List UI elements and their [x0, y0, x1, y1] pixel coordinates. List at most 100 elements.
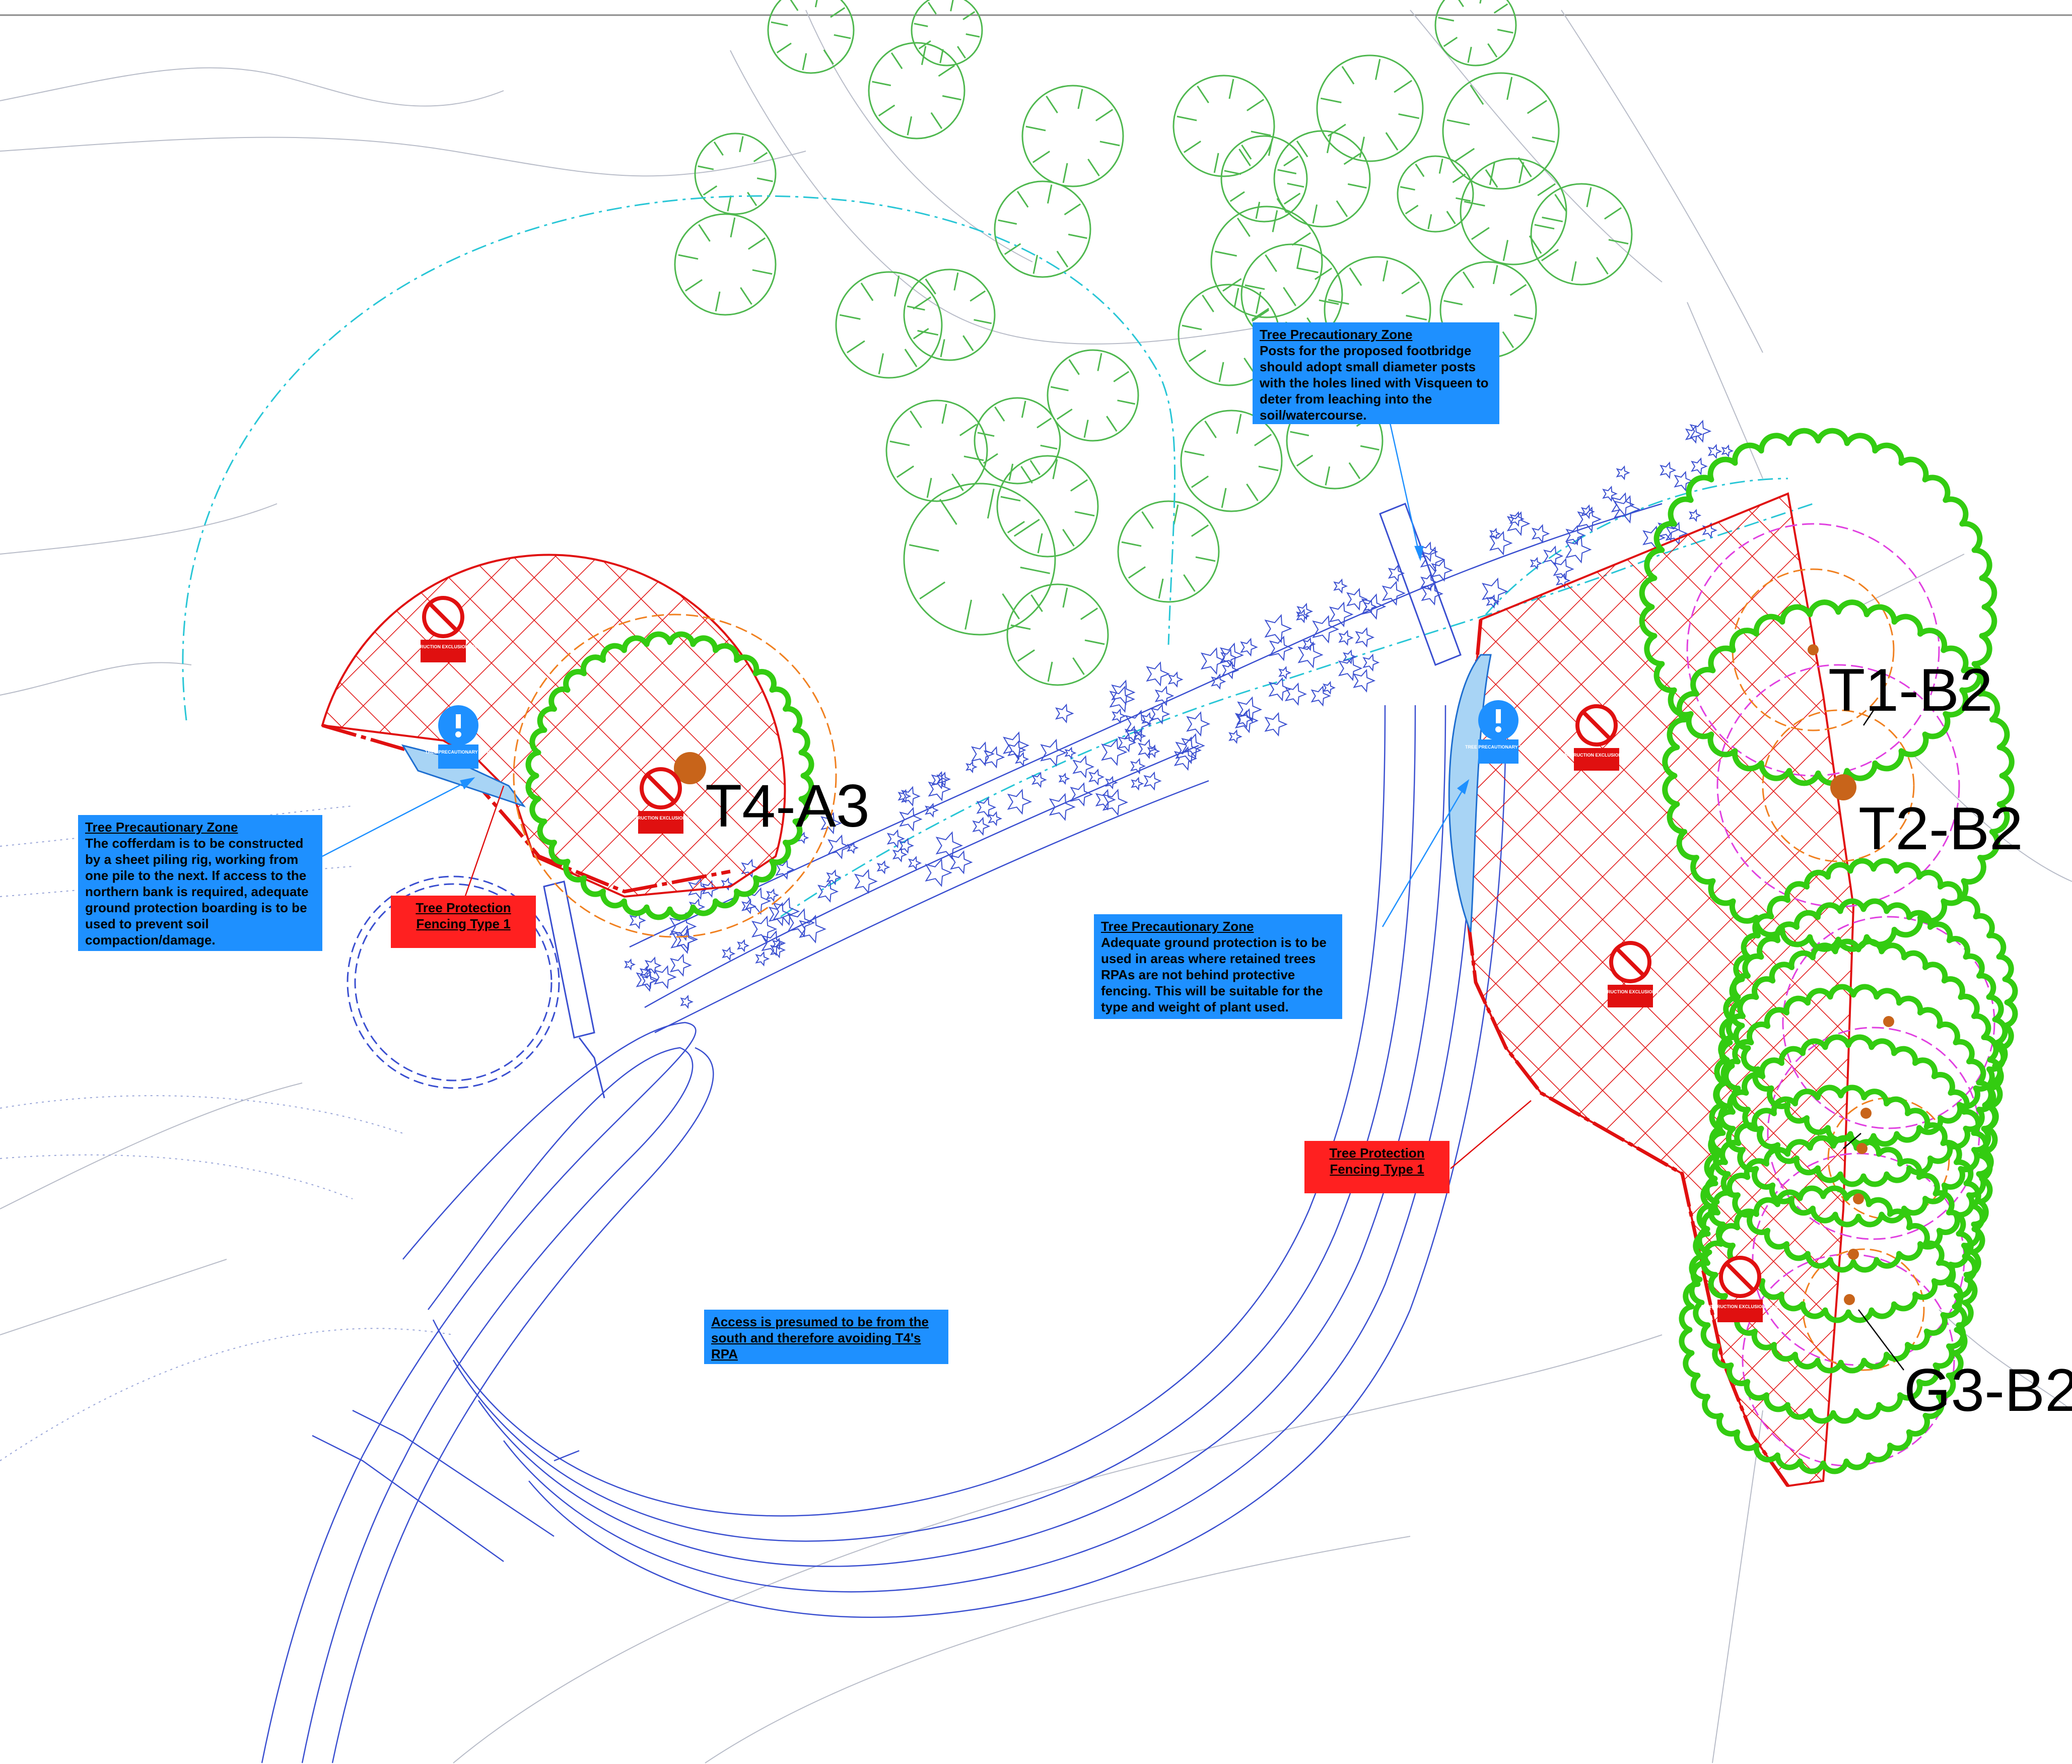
canopy-tick	[1489, 162, 1495, 185]
canopy-tick	[740, 287, 752, 305]
shrub-symbol	[1219, 642, 1244, 668]
shrub-symbol	[1355, 627, 1375, 648]
canopy-tick	[950, 0, 954, 12]
canopy-tick	[1394, 80, 1412, 93]
tree-canopy	[1316, 54, 1424, 162]
canopy-tick	[1283, 156, 1299, 167]
root-protection-areas	[525, 428, 2018, 1474]
precautionary-sign-text: TREE PRECAUTIONARY ZONE	[1465, 744, 1532, 750]
canopy-tick	[1315, 267, 1333, 280]
shrub-symbol	[1420, 573, 1438, 592]
tree-canopy	[868, 42, 965, 140]
canopy-tick	[1062, 587, 1068, 608]
tree-canopy	[1210, 206, 1323, 318]
canopy-tick	[1228, 79, 1234, 99]
canopy-tick	[907, 305, 925, 311]
shrub-symbol	[1302, 637, 1316, 651]
canopy-tick	[1238, 149, 1251, 167]
shrub-symbol	[1689, 420, 1712, 443]
canopy-tick	[814, 0, 818, 8]
canopy-tick	[919, 581, 946, 599]
canopy-tick	[1375, 58, 1381, 80]
canopy-tick	[1068, 359, 1080, 375]
note-ground-protection-title: Tree Precautionary Zone	[1101, 919, 1254, 934]
tree-canopy	[1006, 583, 1109, 686]
shrub-symbol	[1143, 771, 1162, 791]
canopy-tick	[1215, 250, 1237, 257]
canopy-tick	[918, 40, 931, 49]
shrub-symbol	[1660, 461, 1677, 479]
note-cofferdam: Tree Precautionary Zone The cofferdam is…	[78, 815, 322, 951]
riverbank-planting	[629, 503, 1663, 1034]
canopy-tick	[1106, 416, 1118, 432]
canopy-tick	[938, 64, 955, 77]
canopy-tick	[925, 278, 936, 295]
shrub-symbol	[1228, 729, 1242, 744]
shrub-symbol	[1362, 653, 1380, 672]
canopy-tick	[878, 104, 895, 117]
canopy-tick	[830, 7, 846, 18]
canopy-tick	[1604, 207, 1622, 220]
trunk-t2	[1830, 774, 1856, 800]
shrub-symbol	[1338, 630, 1354, 646]
tree-canopy	[996, 455, 1099, 558]
shrub-symbol	[1296, 602, 1314, 621]
shrub-symbol	[847, 841, 859, 854]
canopy-tick	[1040, 444, 1058, 450]
tree-canopy	[1460, 158, 1567, 265]
canopy-tick	[942, 95, 961, 101]
tree-label-g3: G3-B2	[1904, 1356, 2072, 1424]
canopy-tick	[1213, 153, 1219, 173]
canopy-tick	[678, 254, 699, 260]
rpa-g3	[1719, 898, 2008, 1187]
canopy-tick	[889, 440, 910, 446]
exclusion-sign: CONSTRUCTION EXCLUSION ZONE	[1701, 1256, 1779, 1322]
tree-canopy	[1180, 410, 1283, 512]
canopy-tick	[698, 224, 711, 242]
canopy-tick	[921, 46, 927, 65]
precautionary-sign-text: TREE PRECAUTIONARY ZONE	[425, 750, 492, 755]
canopy-tick	[1283, 287, 1296, 306]
shrub-symbol	[1124, 725, 1141, 743]
canopy-tick	[1296, 267, 1319, 274]
canopy-tick	[1443, 300, 1463, 306]
canopy-tick	[1341, 66, 1355, 85]
shrub-symbol	[983, 746, 1005, 769]
canopy-tick	[1328, 299, 1349, 305]
shrub-symbol	[1284, 682, 1307, 706]
precautionary-sign: TREE PRECAUTIONARY ZONE	[425, 705, 492, 769]
tree-canopy	[1397, 155, 1474, 233]
canopy-tick	[913, 328, 929, 340]
canopy-tick	[1326, 134, 1332, 154]
canopy-tick	[715, 291, 721, 312]
shrub-symbol	[1173, 746, 1198, 771]
note-fencing-left-line1: Tree Protection	[416, 900, 511, 915]
shrub-symbol	[965, 761, 978, 774]
contour-lines	[0, 10, 2072, 1763]
tree-canopy	[694, 132, 777, 215]
canopy-tick	[1608, 239, 1629, 245]
shrub-symbol	[928, 777, 951, 801]
rpa-g3	[1679, 1185, 1968, 1474]
trunk-g3	[1844, 1294, 1855, 1305]
canopy-tick	[1068, 233, 1087, 239]
shrub-symbol	[1095, 789, 1116, 811]
canopy-tick	[1229, 191, 1245, 202]
shrub-symbol	[1346, 588, 1368, 611]
canopy-tick	[1241, 144, 1252, 160]
note-fencing-right: Tree Protection Fencing Type 1	[1304, 1141, 1449, 1193]
shrub-symbol	[680, 994, 694, 1009]
canopy-tick	[1251, 130, 1271, 137]
canopy-tick	[1398, 113, 1420, 119]
shrub-symbol	[654, 965, 677, 989]
exclusion-sign-text: CONSTRUCTION EXCLUSION ZONE	[621, 816, 700, 821]
canopy-tick	[1471, 227, 1490, 240]
canopy-tick	[1141, 511, 1154, 529]
shrub-symbol	[1200, 647, 1227, 675]
canopy-tick	[1320, 97, 1342, 103]
shrub-symbol	[1133, 729, 1146, 743]
canopy-tick	[1446, 119, 1470, 125]
canopy-tick	[1325, 466, 1331, 486]
trunk-t1	[1808, 644, 1819, 655]
